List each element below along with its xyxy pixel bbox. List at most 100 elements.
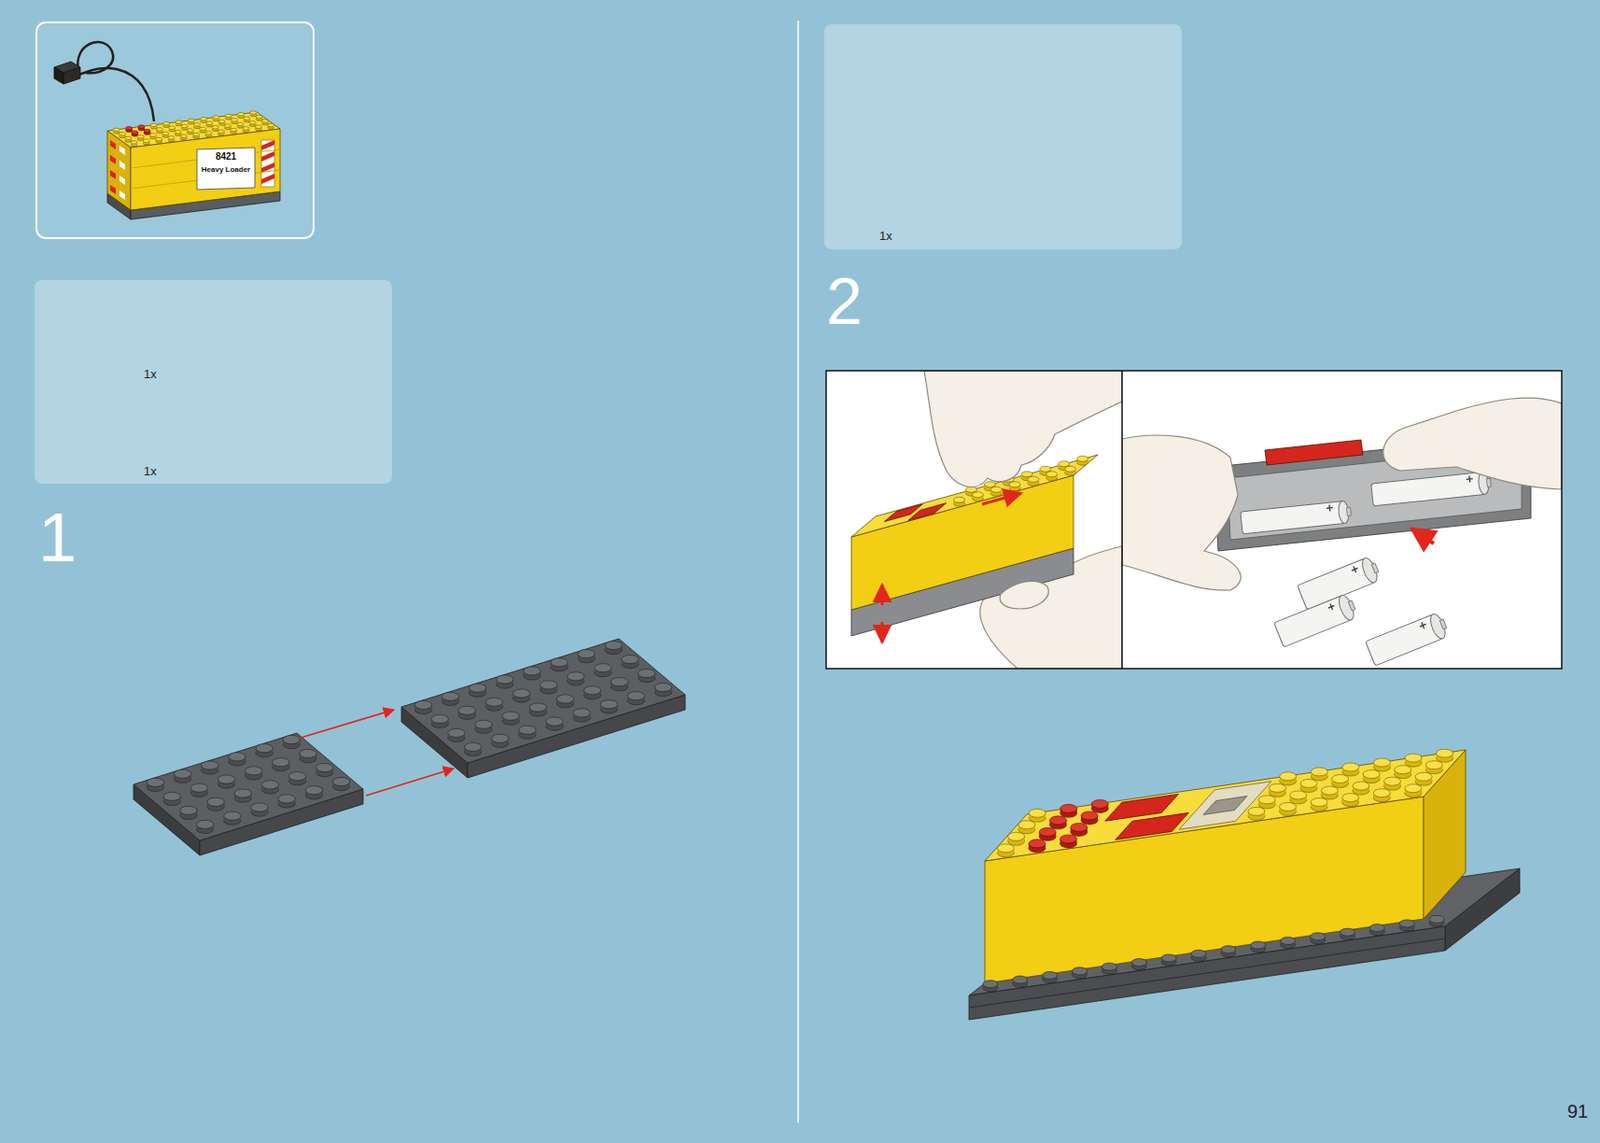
stud-top <box>211 126 219 130</box>
battery-nub <box>1371 562 1378 574</box>
stud <box>250 111 257 117</box>
stud <box>550 658 568 672</box>
stud-top <box>1279 801 1297 811</box>
polarity-mark <box>1327 602 1336 611</box>
stud <box>1310 767 1328 781</box>
stud-top <box>162 131 169 136</box>
stud-top <box>1404 784 1422 793</box>
stud <box>218 119 225 126</box>
stud-top <box>1012 975 1028 983</box>
stud <box>299 748 317 762</box>
stud-top <box>168 126 176 130</box>
stud-top <box>181 124 188 128</box>
battery-nub <box>1347 600 1355 611</box>
stud <box>1221 945 1236 957</box>
stud-top <box>267 123 275 127</box>
battery-nub <box>1347 506 1352 516</box>
stud-top <box>1320 785 1338 795</box>
box-top <box>984 749 1466 861</box>
stud <box>156 127 164 134</box>
battery-body <box>1240 501 1346 534</box>
stud <box>1373 788 1390 802</box>
stud <box>187 118 195 125</box>
stud <box>1131 958 1147 970</box>
stud <box>1399 919 1415 931</box>
stud-top <box>1101 962 1117 970</box>
stud <box>1332 774 1349 788</box>
stud <box>332 776 350 790</box>
stud <box>261 119 268 126</box>
stud-top <box>971 491 983 498</box>
stud-top <box>485 697 503 706</box>
stud-top <box>206 121 213 126</box>
connector-brick <box>63 67 81 85</box>
stud-top <box>261 780 279 789</box>
stud-top <box>180 805 197 815</box>
stud <box>1080 811 1098 825</box>
stud-top <box>186 128 194 133</box>
stud <box>1404 753 1422 767</box>
stud-top <box>194 123 201 127</box>
stud <box>464 742 482 756</box>
stud-top <box>431 714 449 723</box>
stud <box>138 125 145 131</box>
hand <box>924 370 1123 487</box>
stud <box>573 708 590 722</box>
stud-top <box>125 136 132 141</box>
stud-top <box>1191 949 1207 957</box>
stud <box>205 131 212 138</box>
stud-top <box>155 137 163 141</box>
stud-top <box>627 691 645 701</box>
thumb <box>999 580 1049 609</box>
stud-top <box>1280 936 1296 944</box>
stud-top <box>1369 924 1385 932</box>
plate-top <box>401 638 686 763</box>
stud <box>193 132 200 139</box>
stud <box>278 794 295 808</box>
stud <box>199 126 207 133</box>
stud-top <box>1021 471 1033 478</box>
cable <box>78 68 155 122</box>
stud-top <box>458 705 476 715</box>
stud-top <box>163 122 170 127</box>
stud-top <box>1065 465 1077 472</box>
stud <box>1028 808 1046 822</box>
stud-top <box>137 135 144 140</box>
stud-top <box>1077 455 1089 462</box>
illustration-divider <box>1121 370 1123 669</box>
hazard-stripe <box>261 151 275 162</box>
stud-top <box>130 140 138 145</box>
stud <box>143 128 151 135</box>
battery <box>1240 500 1352 534</box>
hazard-stripe <box>119 175 126 185</box>
stud-top <box>1342 762 1360 772</box>
stud <box>168 126 176 132</box>
stud <box>441 691 459 705</box>
stud <box>982 980 998 992</box>
stud-top <box>546 716 563 726</box>
stud <box>1191 949 1207 961</box>
stud <box>238 112 245 119</box>
stud <box>1250 940 1266 953</box>
stud-top <box>143 128 151 133</box>
stud <box>126 126 133 133</box>
hazard-stripe <box>119 145 126 155</box>
stud <box>567 672 585 686</box>
stud <box>577 649 595 663</box>
stud-top <box>583 686 601 695</box>
stud-top <box>238 112 245 117</box>
stud-top <box>1038 827 1056 836</box>
stud <box>414 700 432 714</box>
stud <box>1300 778 1318 792</box>
stud-top <box>212 115 220 120</box>
stud-top <box>519 725 536 734</box>
stud-top <box>1042 970 1058 979</box>
stud <box>237 122 244 128</box>
stud-top <box>249 121 256 126</box>
stud-top <box>126 126 133 131</box>
stud <box>200 117 208 124</box>
stud <box>196 819 214 833</box>
stud-top <box>228 752 246 761</box>
battery <box>1371 471 1492 506</box>
stud <box>316 762 334 776</box>
